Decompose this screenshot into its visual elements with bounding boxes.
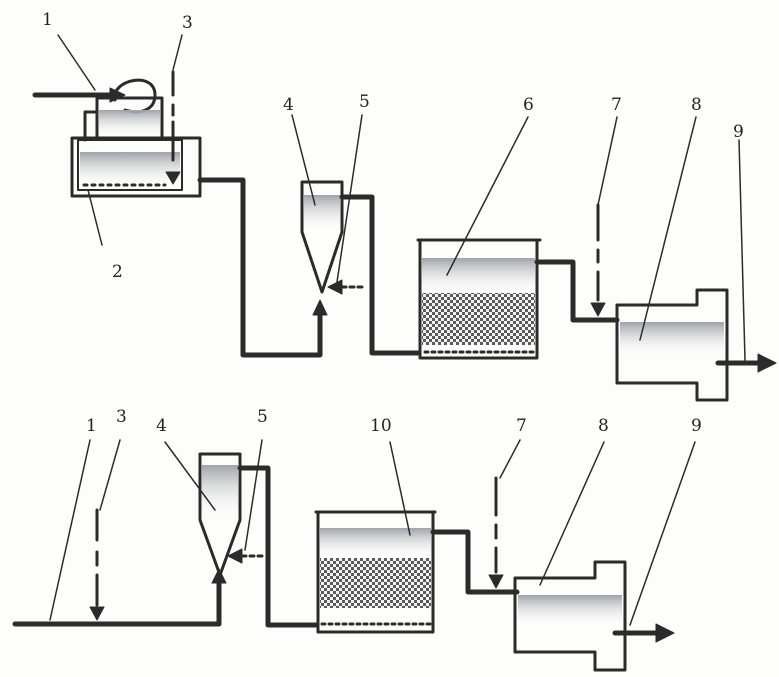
label-bottom-4: 4 [156,416,167,436]
bottom-scheme [12,439,696,672]
label-top-1: 1 [42,10,53,30]
top-air-arrow-5 [327,279,343,295]
top-leaders [57,34,746,361]
label-bottom-9: 9 [691,416,702,436]
bottom-filter-liquid [320,528,431,558]
top-separator-arrow-in [312,299,328,316]
top-separator-liquid [304,195,340,230]
label-bottom-1: 1 [86,416,97,436]
top-clean-liquid [620,322,724,356]
bottom-leaders [49,439,696,626]
bottom-filter-bed [320,558,431,608]
top-scheme [32,34,777,402]
label-top-3: 3 [182,13,193,33]
top-aeration-tank [70,136,202,198]
top-aeration-liquid [80,152,180,187]
bottom-pipe-to-10 [237,465,319,628]
label-top-9: 9 [733,122,744,142]
label-bottom-7: 7 [516,416,527,436]
top-reagent-arrow-7 [590,302,606,317]
label-bottom-8: 8 [598,416,609,436]
top-pipe-to-8 [534,259,620,323]
bottom-air-arrow-5 [227,548,243,564]
top-aeration-inner [77,139,183,191]
bottom-pipe-to-8 [430,529,520,595]
top-separator-4 [300,180,344,294]
bottom-outlet-arrow [655,623,675,643]
bottom-clean-liquid [518,595,622,625]
bottom-filter-tank-10 [314,510,437,634]
top-pipe-to-separator [197,177,323,358]
top-reagent-arrow-3 [165,171,181,185]
label-top-6: 6 [523,95,534,115]
top-filter-bed [422,293,535,345]
label-top-8: 8 [691,95,702,115]
bottom-reagent-arrow-7 [488,574,504,589]
label-top-2: 2 [112,262,123,282]
top-pipe-to-6 [339,194,421,356]
label-top-5: 5 [359,92,370,112]
top-clean-tank-8 [615,288,729,402]
top-filter-tank-6 [416,238,542,360]
top-outlet-arrow [757,353,777,373]
bottom-separator-4 [198,452,242,577]
bottom-separator-liquid [202,465,238,517]
bottom-inlet-pipe [12,577,222,627]
label-top-7: 7 [611,95,622,115]
bottom-clean-tank-8 [513,560,627,672]
label-bottom-3: 3 [116,407,127,427]
top-link-pipe [83,110,99,142]
top-filter-liquid [422,258,535,293]
top-dosing-liquid [99,110,160,136]
label-bottom-10: 10 [370,416,392,436]
label-bottom-5: 5 [257,407,268,427]
label-top-4: 4 [283,95,294,115]
bottom-reagent-arrow-3 [89,606,105,621]
